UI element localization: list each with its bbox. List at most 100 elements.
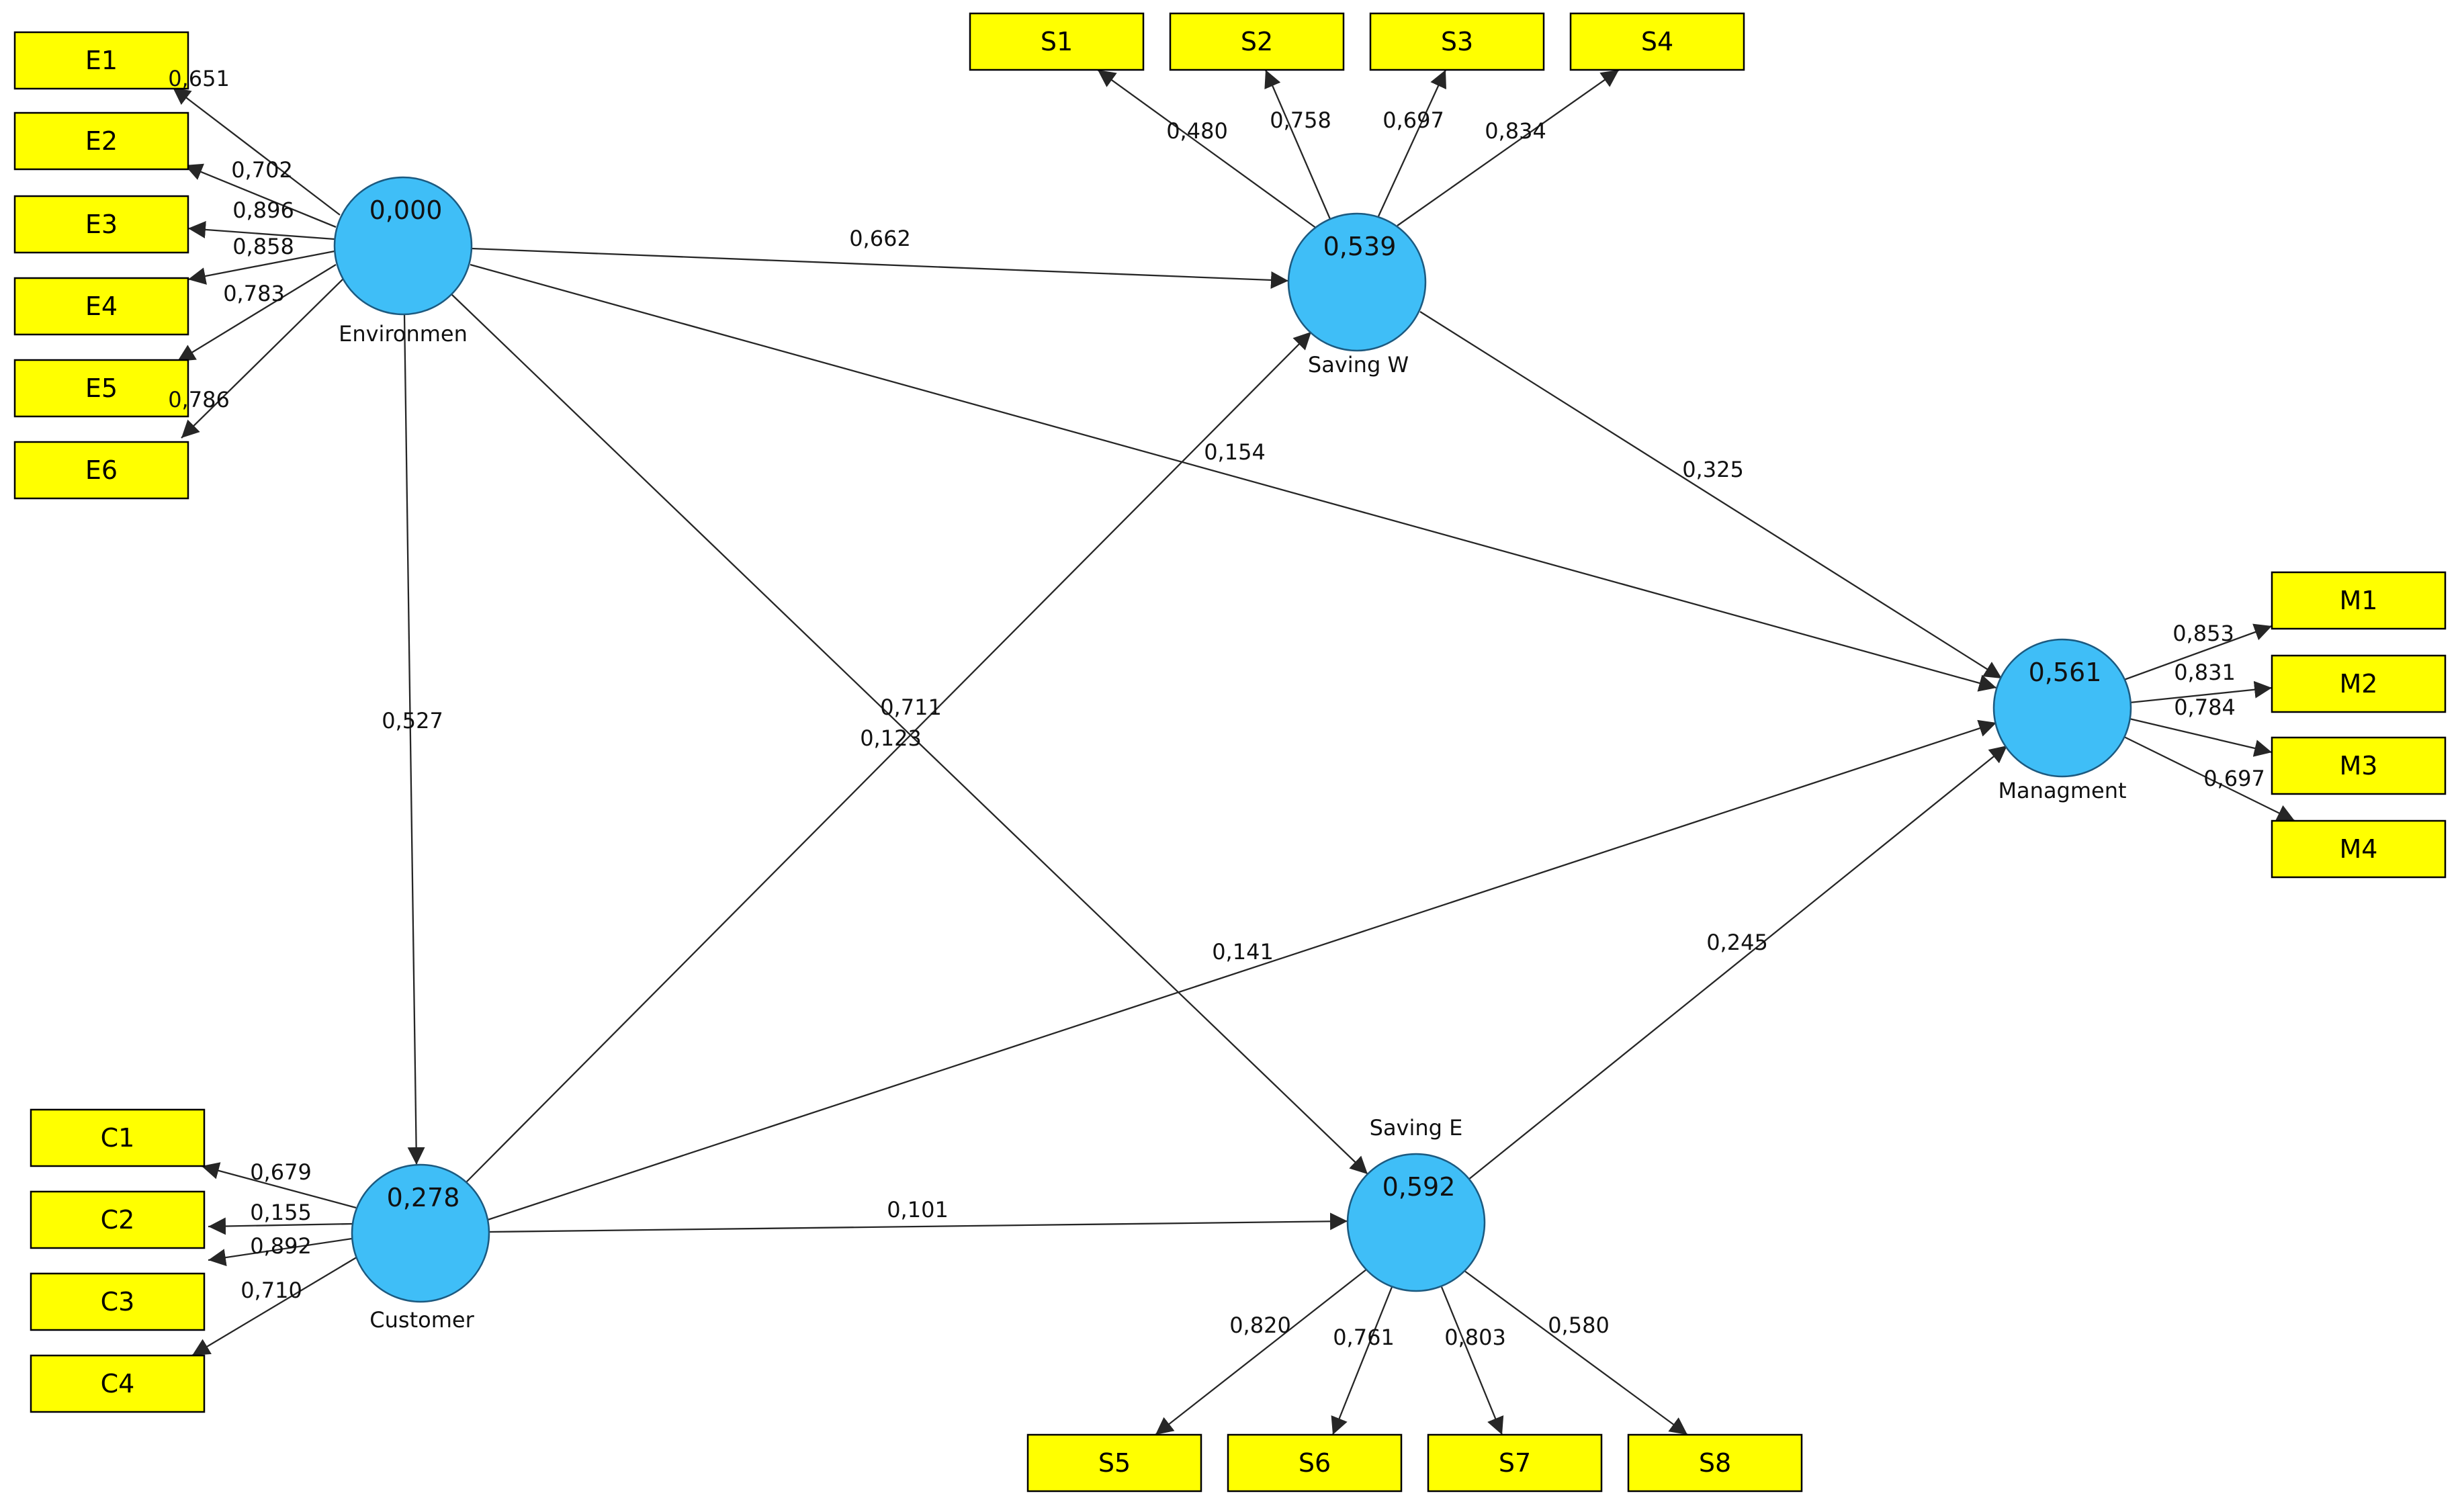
indicator-c1[interactable]: C1 (30, 1108, 206, 1167)
loading-edge-s4 (1397, 69, 1620, 226)
loading-edge-s2 (1264, 69, 1331, 220)
path-edge-cust-se (488, 1212, 1348, 1233)
indicator-box (13, 31, 189, 90)
path-coefficient-env-mgmt: 0,154 (1204, 439, 1266, 465)
path-coefficient-cust-mgmt: 0,141 (1212, 939, 1274, 965)
loading-value-e1: 0,651 (168, 66, 230, 91)
latent-name: Environmen (339, 321, 468, 347)
indicator-s3[interactable]: S3 (1369, 12, 1545, 71)
latent-circle (1992, 638, 2132, 778)
loading-edge-s3 (1377, 69, 1447, 217)
indicator-label: E6 (85, 455, 118, 485)
loading-edge-c3 (208, 1237, 353, 1267)
indicator-e4[interactable]: E4 (13, 277, 189, 336)
indicator-s7[interactable]: S7 (1427, 1433, 1603, 1493)
indicator-label: S2 (1241, 27, 1273, 56)
indicator-s8[interactable]: S8 (1627, 1433, 1803, 1493)
indicator-c3[interactable]: C3 (30, 1272, 206, 1331)
indicator-label: M3 (2340, 751, 2378, 781)
indicator-m1[interactable]: M1 (2271, 571, 2447, 630)
latent-circle (351, 1163, 490, 1303)
indicator-s6[interactable]: S6 (1227, 1433, 1403, 1493)
path-edge-cust-sw (466, 331, 1312, 1183)
loading-edge-c1 (201, 1162, 357, 1209)
indicator-label: E1 (85, 46, 118, 75)
path-edge-env-mgmt (470, 263, 1997, 692)
indicator-box (13, 441, 189, 500)
indicator-box (2271, 654, 2447, 713)
indicator-e2[interactable]: E2 (13, 112, 189, 171)
loading-value-c1: 0,679 (250, 1159, 312, 1185)
loading-value-s1: 0,480 (1166, 118, 1228, 144)
indicator-m4[interactable]: M4 (2271, 819, 2447, 879)
indicator-label: S4 (1641, 27, 1673, 56)
latent-name: Managment (1998, 778, 2126, 803)
indicator-e6[interactable]: E6 (13, 441, 189, 500)
path-edge-env-cust (403, 314, 425, 1165)
indicator-label: M1 (2340, 586, 2378, 615)
loading-edge-c2 (208, 1217, 353, 1235)
loading-value-m1: 0,853 (2172, 621, 2234, 646)
indicator-s4[interactable]: S4 (1569, 12, 1745, 71)
loading-value-s4: 0,834 (1485, 118, 1546, 144)
loading-edge-e4 (187, 250, 335, 285)
indicator-label: S3 (1441, 27, 1473, 56)
loading-value-c3: 0,892 (250, 1233, 312, 1259)
indicator-m2[interactable]: M2 (2271, 654, 2447, 713)
loading-edge-m1 (2123, 623, 2273, 681)
indicator-box (2271, 571, 2447, 630)
indicator-box (1569, 12, 1745, 71)
loading-value-e2: 0,702 (231, 157, 293, 183)
indicator-label: E5 (85, 373, 118, 403)
indicator-label: M2 (2340, 669, 2378, 699)
loading-value-e4: 0,858 (232, 234, 294, 259)
indicator-label: E2 (85, 126, 118, 156)
latent-name: Saving E (1370, 1115, 1463, 1141)
indicator-e1[interactable]: E1 (13, 31, 189, 90)
indicator-box (1369, 12, 1545, 71)
path-coefficient-env-se: 0,711 (880, 695, 942, 720)
path-coefficient-se-mgmt: 0,245 (1706, 930, 1768, 955)
loading-value-s2: 0,758 (1270, 107, 1331, 133)
path-coefficient-cust-se: 0,101 (887, 1197, 949, 1222)
loading-value-e5: 0,783 (223, 281, 285, 306)
indicator-box (1026, 1433, 1202, 1493)
r-squared-value: 0,000 (369, 195, 443, 225)
indicator-label: C3 (101, 1287, 135, 1317)
indicator-c2[interactable]: C2 (30, 1190, 206, 1249)
path-edge-se-mgmt (1468, 745, 2008, 1180)
indicator-s1[interactable]: S1 (969, 12, 1145, 71)
indicator-c4[interactable]: C4 (30, 1354, 206, 1413)
indicator-e3[interactable]: E3 (13, 195, 189, 254)
r-squared-value: 0,539 (1323, 232, 1397, 261)
indicator-box (13, 359, 189, 418)
path-edge-env-sw (471, 247, 1289, 289)
path-coefficient-env-cust: 0,527 (382, 708, 443, 733)
indicator-label: C1 (101, 1123, 135, 1153)
indicator-box (30, 1190, 206, 1249)
path-coefficient-env-sw: 0,662 (849, 226, 911, 251)
indicator-label: S8 (1699, 1448, 1731, 1478)
latent-name: Customer (369, 1307, 474, 1333)
loading-edge-e2 (184, 163, 337, 228)
loading-value-c4: 0,710 (240, 1278, 302, 1303)
loading-edge-m3 (2129, 717, 2273, 757)
loading-edge-c4 (191, 1255, 359, 1356)
indicator-box (1227, 1433, 1403, 1493)
indicator-e5[interactable]: E5 (13, 359, 189, 418)
indicator-s5[interactable]: S5 (1026, 1433, 1202, 1493)
loading-edge-s5 (1155, 1269, 1367, 1435)
indicator-box (30, 1108, 206, 1167)
indicator-label: C2 (101, 1205, 135, 1235)
loading-edge-s1 (1097, 69, 1317, 229)
indicator-m3[interactable]: M3 (2271, 736, 2447, 795)
indicator-s2[interactable]: S2 (1169, 12, 1345, 71)
loading-value-s3: 0,697 (1382, 107, 1444, 133)
